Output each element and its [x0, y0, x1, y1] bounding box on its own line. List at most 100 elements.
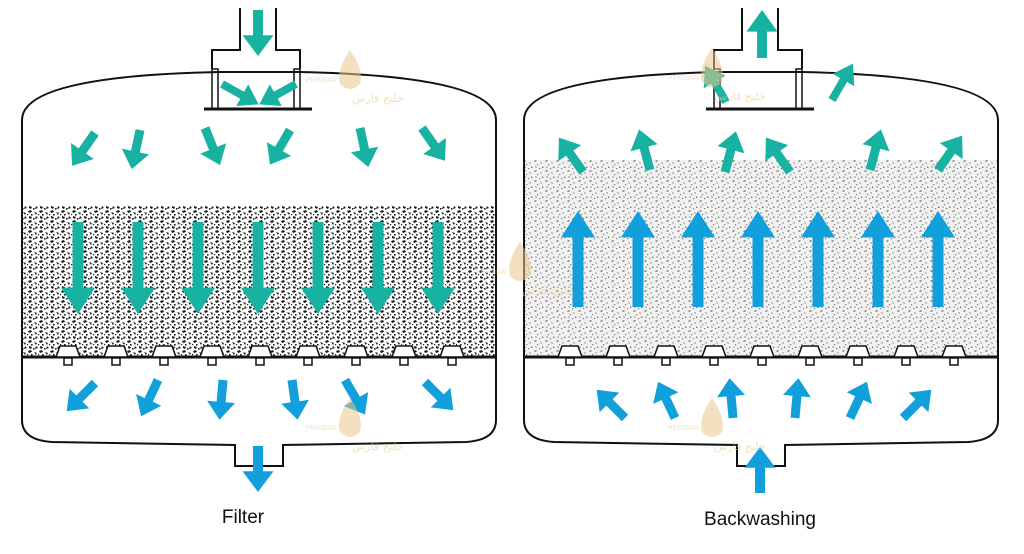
backwash-bottom-arrow — [717, 378, 745, 419]
filter-media-arrow — [180, 222, 216, 314]
backwash-tank-outline — [523, 71, 999, 467]
filter-spray-arrow-right — [259, 80, 298, 106]
filter-distributor-left — [211, 68, 219, 110]
filter-spray-arrow-left — [220, 80, 259, 106]
backwash-nozzle — [892, 345, 920, 358]
drop-icon — [339, 398, 361, 437]
filter-nozzle — [54, 345, 82, 358]
drop-icon — [701, 398, 723, 437]
backwash-nozzle-stem — [709, 357, 719, 366]
backwash-collect-arrow-right — [828, 63, 855, 102]
watermark-text-fa: خلیج فارس — [714, 90, 766, 103]
backwashing-caption: Backwashing — [704, 509, 816, 530]
filter-top-arrow — [71, 130, 99, 166]
watermark-text-en: PERSIAN GULF — [668, 425, 719, 432]
filter-nozzle-stem — [255, 357, 265, 366]
watermark-text-en: PERSIAN GULF — [668, 75, 719, 82]
watermark-logo: PERSIAN GULF خلیج فارس — [306, 398, 404, 453]
backwash-top-arrow — [934, 135, 963, 173]
filter-nozzle — [150, 345, 178, 358]
backwash-nozzle-stem — [565, 357, 575, 366]
filter-bottom-arrow — [281, 379, 309, 420]
backwash-nozzle-stem — [661, 357, 671, 366]
filter-media-arrow — [121, 222, 156, 314]
filter-nozzle-stem — [63, 357, 73, 366]
backwash-nozzle — [940, 345, 968, 358]
backwash-top-arrow — [765, 137, 794, 175]
filter-media-arrow — [360, 222, 396, 314]
filter-nozzle — [198, 345, 226, 358]
filter-top-arrow — [121, 129, 150, 170]
filter-media-arrow — [420, 222, 456, 314]
watermark-text-en: PERSIAN GULF — [306, 77, 357, 84]
filter-bottom-arrow — [421, 378, 454, 411]
filter-inlet-pipe — [211, 8, 301, 69]
watermark-text-fa: خلیج فارس — [714, 440, 766, 453]
filter-nozzle — [342, 345, 370, 358]
filter-media-arrow — [300, 222, 336, 314]
filter-nozzle-stem — [207, 357, 217, 366]
filter-top-arrow — [266, 127, 294, 165]
backwash-top-arrow — [862, 129, 890, 172]
filter-nozzle — [438, 345, 466, 358]
filter-nozzle-stem — [111, 357, 121, 366]
watermark-text-fa: خلیج فارس — [352, 440, 404, 453]
backwash-top-arrow — [558, 137, 587, 175]
backwash-nozzle — [556, 345, 584, 358]
watermark-logo: PERSIAN GULF خلیج فارس — [668, 48, 766, 103]
backwash-bottom-arrow — [783, 378, 811, 419]
backwash-top-arrow — [630, 129, 658, 172]
filter-bottom-arrow — [207, 379, 235, 420]
filter-caption: Filter — [221, 507, 265, 528]
filter-bottom-arrow — [136, 378, 163, 417]
backwash-top-arrow — [717, 131, 745, 174]
drop-icon — [339, 50, 361, 89]
backwash-media-arrow — [801, 211, 835, 307]
watermark-logo: PERSIAN GULF خلیج فارس — [306, 50, 404, 105]
backwash-nozzle — [796, 345, 824, 358]
backwash-nozzle-stem — [805, 357, 815, 366]
backwash-media-arrow — [621, 211, 655, 307]
backwash-bottom-arrow — [845, 381, 872, 420]
watermark-logo: PERSIAN GULF خلیج فارس — [668, 398, 766, 453]
filter-inlet-arrow — [242, 10, 274, 56]
watermark-text-fa: خلیج فارس — [352, 92, 404, 105]
watermark-text-en: PERSIAN GULF — [476, 269, 527, 276]
filter-top-arrow — [350, 127, 379, 168]
backwash-bottom-arrow — [596, 389, 629, 422]
filter-nozzle — [102, 345, 130, 358]
backwash-nozzle-stem — [949, 357, 959, 366]
watermark-text-en: PERSIAN GULF — [306, 425, 357, 432]
filter-nozzle-stem — [351, 357, 361, 366]
filter-top-arrow — [418, 125, 446, 161]
watermark-logo: PERSIAN GULF خلیج فارس — [476, 242, 574, 297]
backwash-nozzle — [652, 345, 680, 358]
backwash-nozzle-stem — [901, 357, 911, 366]
filter-nozzle — [390, 345, 418, 358]
backwash-media-arrow — [921, 211, 955, 307]
backwash-media-arrow — [861, 211, 895, 307]
backwash-nozzle — [844, 345, 872, 358]
backwash-distributor-right — [795, 68, 803, 110]
filter-tank-outline — [21, 71, 497, 467]
backwash-media-arrow — [741, 211, 775, 307]
backwash-nozzle — [748, 345, 776, 358]
filter-nozzle-stem — [303, 357, 313, 366]
backwash-bottom-arrow — [899, 389, 932, 422]
backwash-media-arrow — [681, 211, 715, 307]
drop-icon — [701, 48, 723, 87]
backwash-nozzle — [604, 345, 632, 358]
backwash-outlet-arrow — [746, 10, 778, 58]
filter-nozzle-stem — [447, 357, 457, 366]
backwash-nozzle — [700, 345, 728, 358]
filter-top-arrow — [200, 126, 227, 166]
filter-nozzle-stem — [159, 357, 169, 366]
backwash-inlet-arrow — [744, 447, 776, 493]
backwash-nozzle-stem — [613, 357, 623, 366]
filter-outlet-arrow — [242, 446, 274, 492]
watermark-text-fa: خلیج فارس — [522, 284, 574, 297]
filter-nozzle — [246, 345, 274, 358]
filter-nozzle — [294, 345, 322, 358]
